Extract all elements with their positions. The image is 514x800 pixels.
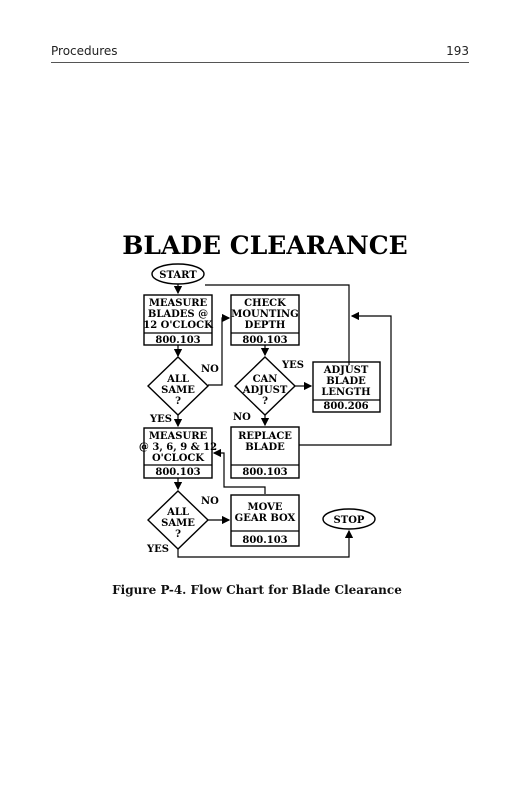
box-line: LENGTH	[321, 387, 370, 398]
blade-clearance-flowchart: BLADE CLEARANCE START MEASURE BLADES @ 1…	[122, 231, 408, 558]
measure-positions-box: MEASURE @ 3, 6, 9 & 12 O'CLOCK 800.103	[139, 427, 217, 479]
box-line: BLADE	[326, 376, 366, 387]
no-label: NO	[201, 364, 219, 375]
box-line: MEASURE	[149, 298, 208, 309]
box-line: GEAR BOX	[235, 513, 296, 524]
box-line: REPLACE	[238, 431, 292, 442]
figure-caption: Figure P-4. Flow Chart for Blade Clearan…	[112, 583, 402, 597]
decision-line: ALL	[166, 507, 189, 518]
box-line: MOVE	[248, 502, 283, 513]
box-line: BLADES @	[148, 309, 208, 320]
measure-blades-box: MEASURE BLADES @ 12 O'CLOCK 800.103	[143, 294, 213, 346]
figure-title: BLADE CLEARANCE	[122, 231, 407, 260]
adjust-length-box: ADJUST BLADE LENGTH 800.206	[312, 361, 381, 413]
check-depth-box: CHECK MOUNTING DEPTH 800.103	[230, 294, 300, 346]
box-line: 12 O'CLOCK	[143, 320, 213, 331]
box-code: 800.103	[155, 467, 200, 478]
running-header: Procedures 193	[51, 44, 469, 63]
decision-line: SAME	[161, 385, 195, 396]
yes-label: YES	[146, 544, 169, 555]
stop-terminal	[322, 508, 376, 530]
box-code: 800.103	[155, 335, 200, 346]
connector	[212, 448, 266, 494]
connector	[208, 313, 231, 386]
no-label: NO	[201, 496, 219, 507]
all-same-decision-2: ALL SAME ?	[146, 490, 210, 550]
no-label: NO	[233, 412, 251, 423]
connector	[299, 311, 392, 446]
box-code: 800.206	[323, 401, 368, 412]
box-line: MOUNTING	[231, 309, 298, 320]
box-line: MEASURE	[149, 431, 208, 442]
decision-line: CAN	[253, 374, 278, 385]
decision-line: ADJUST	[242, 385, 288, 396]
decision-line: ?	[175, 396, 181, 407]
decision-line: ?	[262, 396, 268, 407]
box-code: 800.103	[242, 467, 287, 478]
box-line: O'CLOCK	[152, 453, 204, 464]
box-line: ADJUST	[323, 365, 369, 376]
connector	[205, 284, 350, 365]
all-same-decision-1: ALL SAME ?	[146, 356, 210, 416]
box-code: 800.103	[242, 335, 287, 346]
stop-label: STOP	[334, 515, 365, 526]
connector	[177, 529, 354, 558]
box-line: DEPTH	[245, 320, 286, 331]
decision-line: ?	[175, 529, 181, 540]
start-label: START	[159, 270, 197, 281]
decision-line: SAME	[161, 518, 195, 529]
replace-blade-box: REPLACE BLADE 800.103	[230, 426, 300, 479]
box-code: 800.103	[242, 535, 287, 546]
header-title: Procedures	[51, 44, 118, 58]
decision-line: ALL	[166, 374, 189, 385]
yes-label: YES	[281, 360, 304, 371]
box-line: @ 3, 6, 9 & 12	[139, 442, 217, 453]
box-line: CHECK	[244, 298, 286, 309]
box-line: BLADE	[245, 442, 285, 453]
move-gearbox-box: MOVE GEAR BOX 800.103	[230, 494, 300, 547]
page-number: 193	[446, 44, 469, 58]
yes-label: YES	[149, 414, 172, 425]
